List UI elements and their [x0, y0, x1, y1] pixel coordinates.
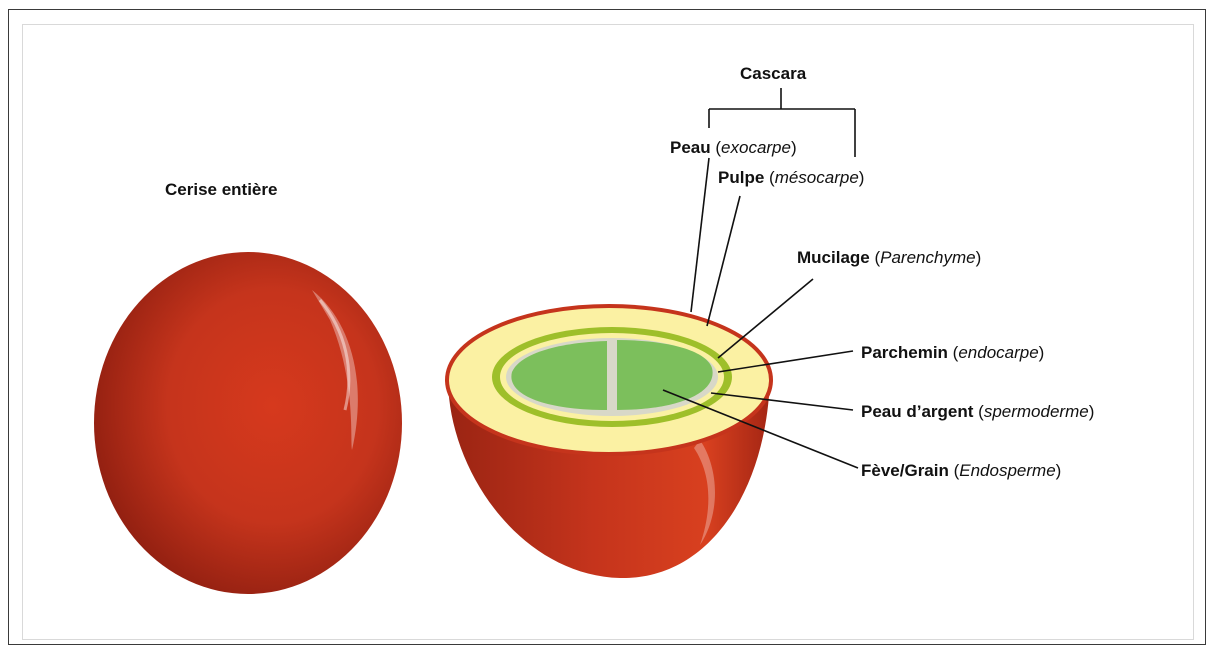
label-mucilage: Mucilage (Parenchyme): [797, 248, 981, 267]
leader-peau: [691, 158, 709, 312]
leader-pulpe: [707, 196, 740, 326]
label-pulpe: Pulpe (mésocarpe): [718, 168, 864, 187]
label-parchemin: Parchemin (endocarpe): [861, 343, 1044, 362]
label-peau: Peau (exocarpe): [670, 138, 797, 157]
label-feve: Fève/Grain (Endosperme): [861, 461, 1061, 480]
cascara-label: Cascara: [740, 64, 807, 83]
whole-cherry: [94, 252, 402, 594]
whole-cherry-title: Cerise entière: [165, 180, 277, 199]
half-cherry: [447, 306, 771, 578]
leader-mucilage: [718, 279, 813, 358]
label-peau-argent: Peau d’argent (spermoderme): [861, 402, 1094, 421]
